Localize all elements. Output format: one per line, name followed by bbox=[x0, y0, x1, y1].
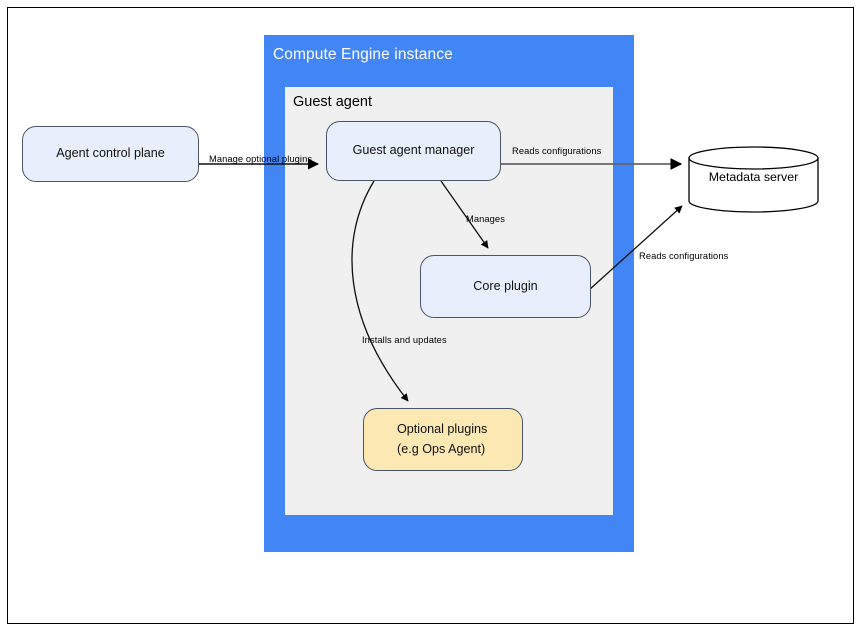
edge-label-reads-configurations-core: Reads configurations bbox=[639, 251, 729, 261]
container-compute-engine-instance-title: Compute Engine instance bbox=[273, 46, 453, 63]
node-optional-plugins[interactable]: Optional plugins (e.g Ops Agent) bbox=[363, 408, 523, 471]
node-core-plugin[interactable]: Core plugin bbox=[420, 255, 591, 318]
node-core-plugin-label: Core plugin bbox=[473, 278, 538, 293]
container-guest-agent-title: Guest agent bbox=[293, 94, 372, 110]
node-agent-control-plane[interactable]: Agent control plane bbox=[22, 126, 199, 182]
node-optional-plugins-label-line2: (e.g Ops Agent) bbox=[397, 441, 486, 456]
node-guest-agent-manager-label: Guest agent manager bbox=[352, 143, 475, 158]
edge-label-reads-configurations-manager: Reads configurations bbox=[512, 146, 602, 156]
edge-label-manage-optional-plugins: Manage optional plugins bbox=[209, 154, 313, 164]
node-metadata-server-label: Metadata server bbox=[708, 170, 799, 184]
edge-label-installs-and-updates: Installs and updates bbox=[362, 335, 447, 345]
node-guest-agent-manager[interactable]: Guest agent manager bbox=[326, 121, 501, 181]
edge-label-manages: Manages bbox=[466, 214, 505, 224]
node-optional-plugins-label-line1: Optional plugins bbox=[397, 421, 488, 436]
outer-frame-border bbox=[7, 7, 854, 624]
node-agent-control-plane-label: Agent control plane bbox=[56, 146, 165, 161]
